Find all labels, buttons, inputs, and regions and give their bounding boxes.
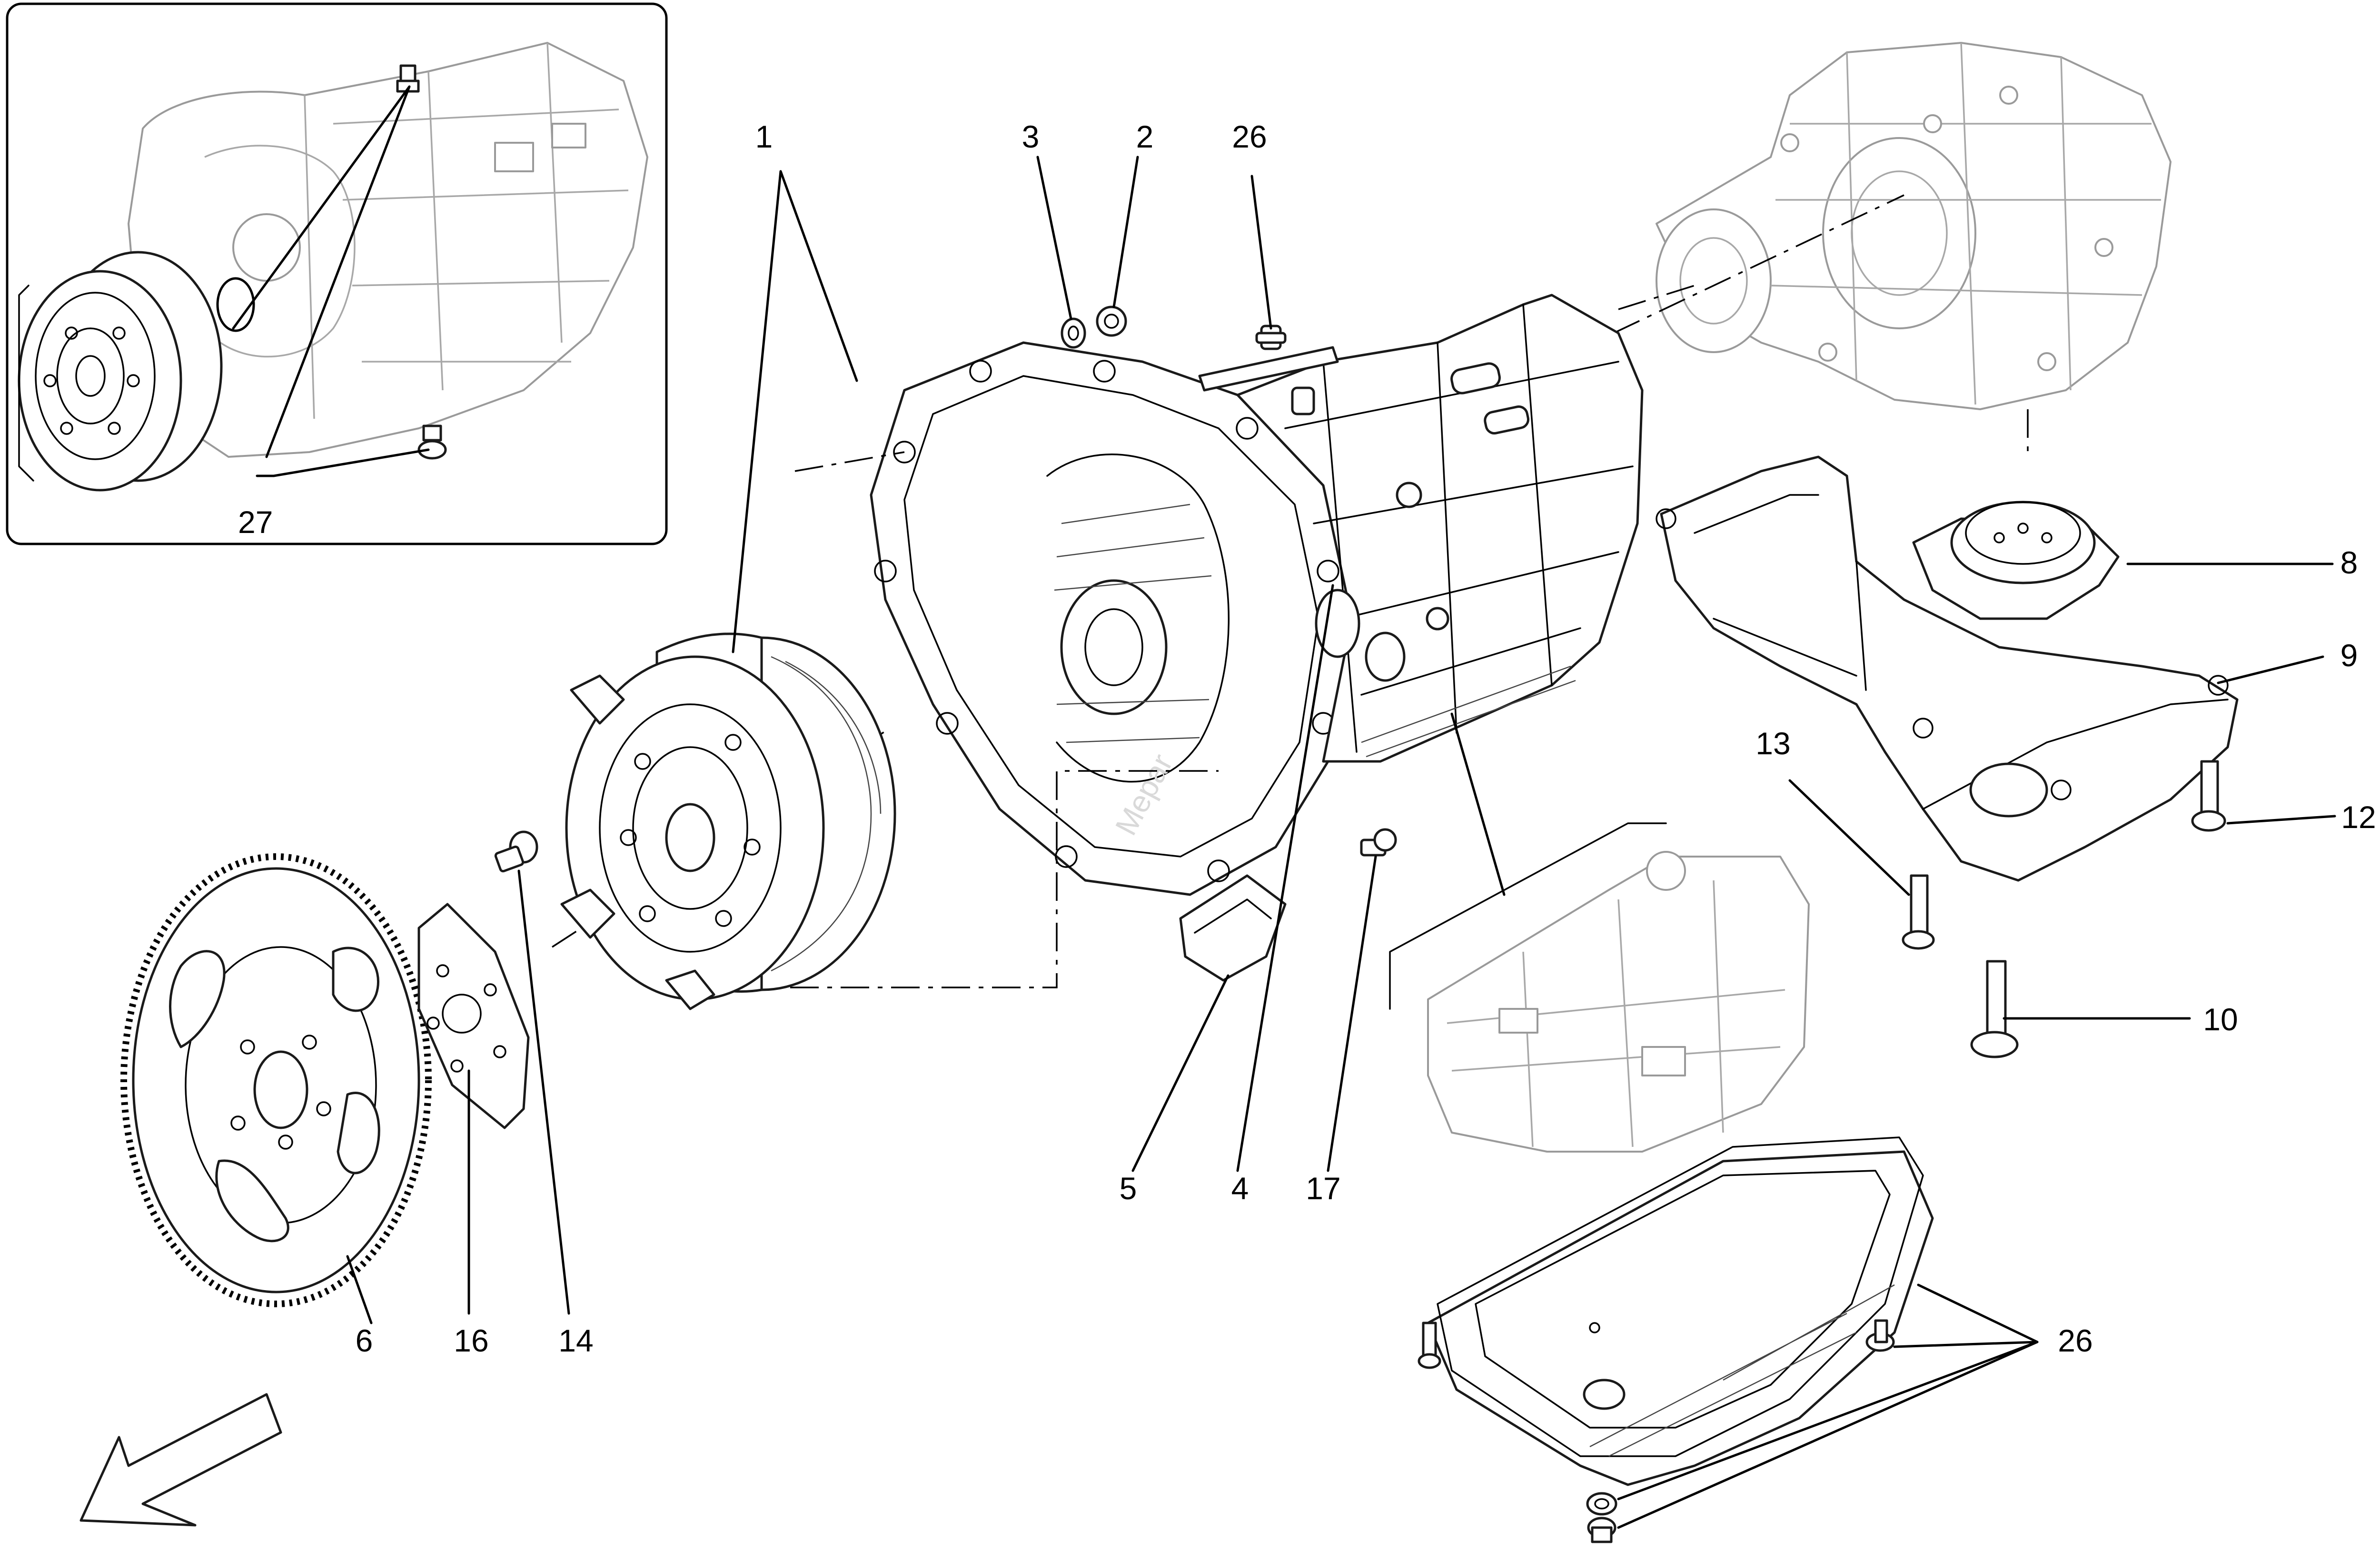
- callout-3: 3: [1022, 119, 1040, 154]
- flexplate-ring-gear: [120, 853, 432, 1307]
- callout-26-bottom: 26: [2058, 1323, 2092, 1358]
- bolt-17: [1360, 828, 1397, 857]
- oil-pan: [1427, 1136, 1934, 1486]
- axis-dashed-box: [790, 770, 1219, 988]
- callout-8: 8: [2340, 545, 2358, 580]
- callout-1: 1: [755, 119, 773, 154]
- axis-valve-body: [1618, 285, 1695, 310]
- washer-3: [1061, 317, 1086, 349]
- callout-16: 16: [454, 1323, 488, 1358]
- seal-pad: [1179, 874, 1287, 982]
- pan-bolt-right: [1865, 1319, 1895, 1352]
- inset-o-ring: [216, 277, 255, 332]
- adapter-plate: [417, 903, 530, 1129]
- callouts: 1 3 2 26 8 9 12 13 10 5 4 17 6 16 14 26: [356, 119, 2376, 1358]
- inset-panel: 27: [6, 2, 668, 545]
- flexplate-bolt: [494, 830, 538, 873]
- callout-14: 14: [558, 1323, 593, 1358]
- axis-transfer-case: [1613, 194, 1904, 334]
- callout-26-top: 26: [1232, 119, 1267, 154]
- transfer-case: [1656, 42, 2172, 410]
- callout-13: 13: [1755, 726, 1790, 761]
- callout-12: 12: [2341, 799, 2376, 835]
- pan-bolt-bottom: [1586, 1492, 1617, 1516]
- leader-27: [232, 85, 430, 477]
- callout-17: 17: [1306, 1171, 1340, 1206]
- bolt-10: [1970, 960, 2019, 1058]
- inset-bolt-top: [396, 64, 420, 93]
- callout-10: 10: [2203, 1002, 2238, 1037]
- direction-arrow: [79, 1393, 282, 1527]
- torque-converter: [560, 632, 896, 1010]
- callout-27: 27: [238, 504, 273, 540]
- axis-main: [794, 451, 905, 472]
- callout-4: 4: [1231, 1171, 1249, 1206]
- mount-bracket: [1656, 455, 2239, 882]
- inset-bolt-bottom: [417, 424, 447, 460]
- valve-body-bracket: [1389, 822, 1667, 1010]
- pan-bolt-left: [1418, 1322, 1441, 1369]
- callout-5: 5: [1120, 1171, 1137, 1206]
- bolt-12: [2191, 760, 2226, 832]
- drain-plug: [1587, 1517, 1616, 1543]
- transmission-housing: [870, 294, 1644, 896]
- valve-body: [1427, 851, 1810, 1153]
- callout-9: 9: [2340, 638, 2358, 673]
- rubber-mount: [1912, 501, 2120, 620]
- inset-transmission: [128, 42, 648, 458]
- callout-2: 2: [1136, 119, 1154, 154]
- inset-torque-converter: [18, 251, 223, 492]
- bolt-13: [1902, 874, 1935, 950]
- plug-2: [1096, 306, 1127, 337]
- leader-lines: [346, 156, 2336, 1529]
- callout-6: 6: [356, 1323, 373, 1358]
